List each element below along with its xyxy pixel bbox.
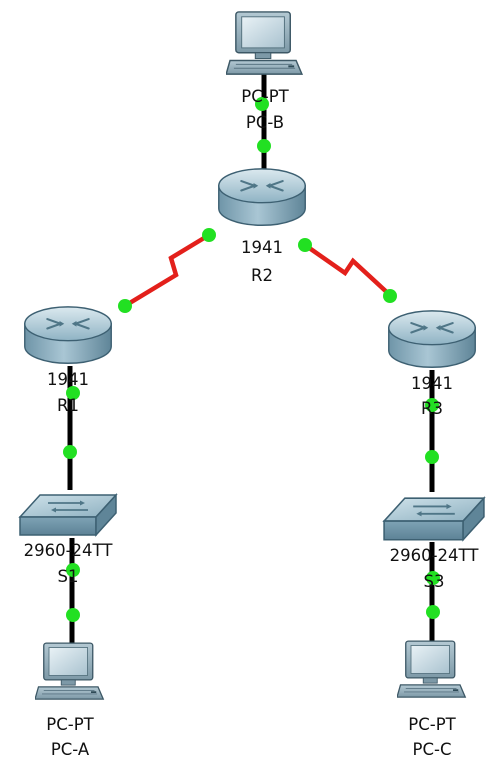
device-name-label: S3 bbox=[424, 572, 445, 591]
device-model-label: 2960-24TT bbox=[390, 546, 480, 565]
port-status-light-r3 bbox=[383, 289, 397, 303]
ports-layer bbox=[63, 97, 440, 622]
switch-icon[interactable] bbox=[19, 494, 117, 536]
port-status-light-s3 bbox=[426, 571, 440, 585]
switch-icon[interactable] bbox=[383, 497, 485, 541]
port-status-light-s3 bbox=[425, 450, 439, 464]
serial-link-r2-r1[interactable] bbox=[121, 233, 211, 309]
port-status-light-r2 bbox=[257, 139, 271, 153]
device-model-label: PC-PT bbox=[241, 87, 289, 106]
port-status-light-pc-c bbox=[426, 605, 440, 619]
port-status-light-r2 bbox=[298, 238, 312, 252]
device-model-label: PC-PT bbox=[408, 715, 456, 734]
pc-icon[interactable] bbox=[35, 642, 105, 701]
device-name-label: R2 bbox=[251, 266, 273, 285]
router-icon[interactable] bbox=[387, 309, 477, 369]
port-status-light-r3 bbox=[425, 398, 439, 412]
device-name-label: PC-B bbox=[246, 113, 284, 132]
device-model-label: 1941 bbox=[47, 370, 89, 389]
port-status-light-s1 bbox=[66, 563, 80, 577]
pc-icon[interactable] bbox=[226, 10, 303, 76]
device-name-label: R3 bbox=[421, 399, 443, 418]
device-name-label: S1 bbox=[58, 567, 79, 586]
router-icon[interactable] bbox=[23, 305, 113, 365]
device-name-label: PC-C bbox=[413, 740, 452, 759]
device-model-label: 1941 bbox=[411, 374, 453, 393]
device-model-label: PC-PT bbox=[46, 715, 94, 734]
device-name-label: R1 bbox=[57, 396, 79, 415]
port-status-light-r2 bbox=[202, 228, 216, 242]
device-model-label: 2960-24TT bbox=[24, 541, 114, 560]
serial-link-r2-r3[interactable] bbox=[303, 243, 393, 298]
port-status-light-s1 bbox=[63, 445, 77, 459]
port-status-light-pc-b bbox=[255, 97, 269, 111]
port-status-light-r1 bbox=[66, 386, 80, 400]
router-icon[interactable] bbox=[217, 167, 307, 227]
labels-layer: PC-PTPC-B1941R21941R11941R32960-24TTS129… bbox=[24, 87, 480, 759]
port-status-light-pc-a bbox=[66, 608, 80, 622]
device-name-label: PC-A bbox=[51, 740, 90, 759]
links-layer bbox=[67, 70, 435, 648]
port-status-light-r1 bbox=[118, 299, 132, 313]
device-model-label: 1941 bbox=[241, 238, 283, 257]
pc-icon[interactable] bbox=[397, 640, 467, 699]
